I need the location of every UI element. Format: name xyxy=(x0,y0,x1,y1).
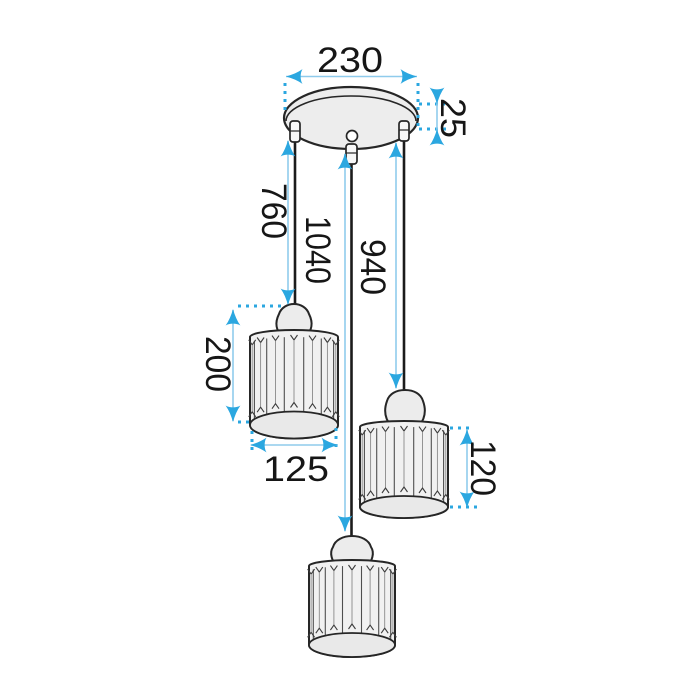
dim-label-drop-left: 760 xyxy=(254,183,293,239)
dimension-left-shade-height: 200 xyxy=(198,304,284,424)
pendant-bottom xyxy=(307,534,397,658)
crystal-bottom-mark xyxy=(323,406,332,413)
extension-line xyxy=(419,102,448,131)
dimension-right-shade-height: 120 xyxy=(450,426,502,509)
dim-label-canopy-diameter: 230 xyxy=(317,41,383,80)
shade-bottom-cap xyxy=(359,495,449,519)
dim-label-shade-diameter: 125 xyxy=(263,450,329,489)
socket-cup-left xyxy=(275,302,313,337)
cord-grip-center xyxy=(345,143,358,165)
crystal-bottom-mark xyxy=(441,494,450,500)
dimension-shade-diameter: 125 xyxy=(250,428,338,489)
arrow-up-icon xyxy=(225,309,241,326)
dim-label-left-shade-height: 200 xyxy=(198,336,237,392)
canopy-rim-line xyxy=(285,95,417,122)
arrow-down-icon xyxy=(280,288,296,305)
crystal-bottom-mark xyxy=(290,401,298,408)
crystal-bottom-mark xyxy=(433,490,442,497)
extension-line xyxy=(450,426,478,509)
arrow-right-icon xyxy=(400,69,417,84)
crystal-bottom-mark xyxy=(380,627,389,634)
crystal-bottom-mark xyxy=(271,403,280,410)
crystal-bottom-mark xyxy=(329,624,338,631)
arrow-left-icon xyxy=(286,69,303,84)
dimension-drop-center: 1040 xyxy=(298,153,353,532)
crystal-bottom-mark xyxy=(315,627,324,634)
crystal-bottom-mark xyxy=(307,631,316,638)
suspension-cables xyxy=(293,140,406,540)
extension-line xyxy=(283,83,420,130)
canopy-hole xyxy=(345,129,359,143)
crystal-bottom-mark xyxy=(400,486,408,493)
arrow-down-icon xyxy=(388,372,404,389)
arrow-down-icon xyxy=(337,515,353,532)
crystal-bottom-mark xyxy=(418,487,427,494)
crystal-bottom-mark xyxy=(348,623,356,630)
dimension-drop-right: 940 xyxy=(353,142,404,389)
crystal-shade-left xyxy=(248,329,340,440)
crystal-bottom-mark xyxy=(256,406,265,413)
extension-line xyxy=(238,304,284,424)
crystal-shade-right xyxy=(358,420,450,519)
shade-bottom-cap xyxy=(249,410,339,440)
crystal-bottom-mark xyxy=(388,631,397,638)
pendant-left xyxy=(248,302,340,440)
socket-cup-right xyxy=(384,388,426,427)
crystal-bottom-mark xyxy=(358,494,367,500)
cord-grip-right xyxy=(398,120,410,142)
crystal-bottom-mark xyxy=(381,487,390,494)
dim-label-drop-center: 1040 xyxy=(298,216,337,284)
dimension-drop-left: 760 xyxy=(254,140,296,305)
crystal-bottom-mark xyxy=(331,411,340,418)
crystal-bottom-mark xyxy=(308,403,317,410)
crystal-bottom-mark xyxy=(248,411,257,418)
crystal-bottom-mark xyxy=(366,624,375,631)
crystal-bottom-mark xyxy=(366,490,375,497)
dim-label-drop-right: 940 xyxy=(353,239,392,295)
arrow-up-icon xyxy=(388,142,404,159)
arrow-down-icon xyxy=(225,405,241,422)
extension-line xyxy=(250,428,338,451)
cord-grip-left xyxy=(289,120,301,143)
dimension-canopy-diameter: 230 xyxy=(283,41,420,130)
dim-label-canopy-height: 25 xyxy=(433,98,472,138)
pendant-right xyxy=(358,388,450,519)
shade-bottom-cap xyxy=(308,632,396,658)
dim-label-right-shade-height: 120 xyxy=(463,440,502,496)
crystal-shade-bottom xyxy=(307,559,397,658)
dimension-canopy-height: 25 xyxy=(419,87,472,146)
